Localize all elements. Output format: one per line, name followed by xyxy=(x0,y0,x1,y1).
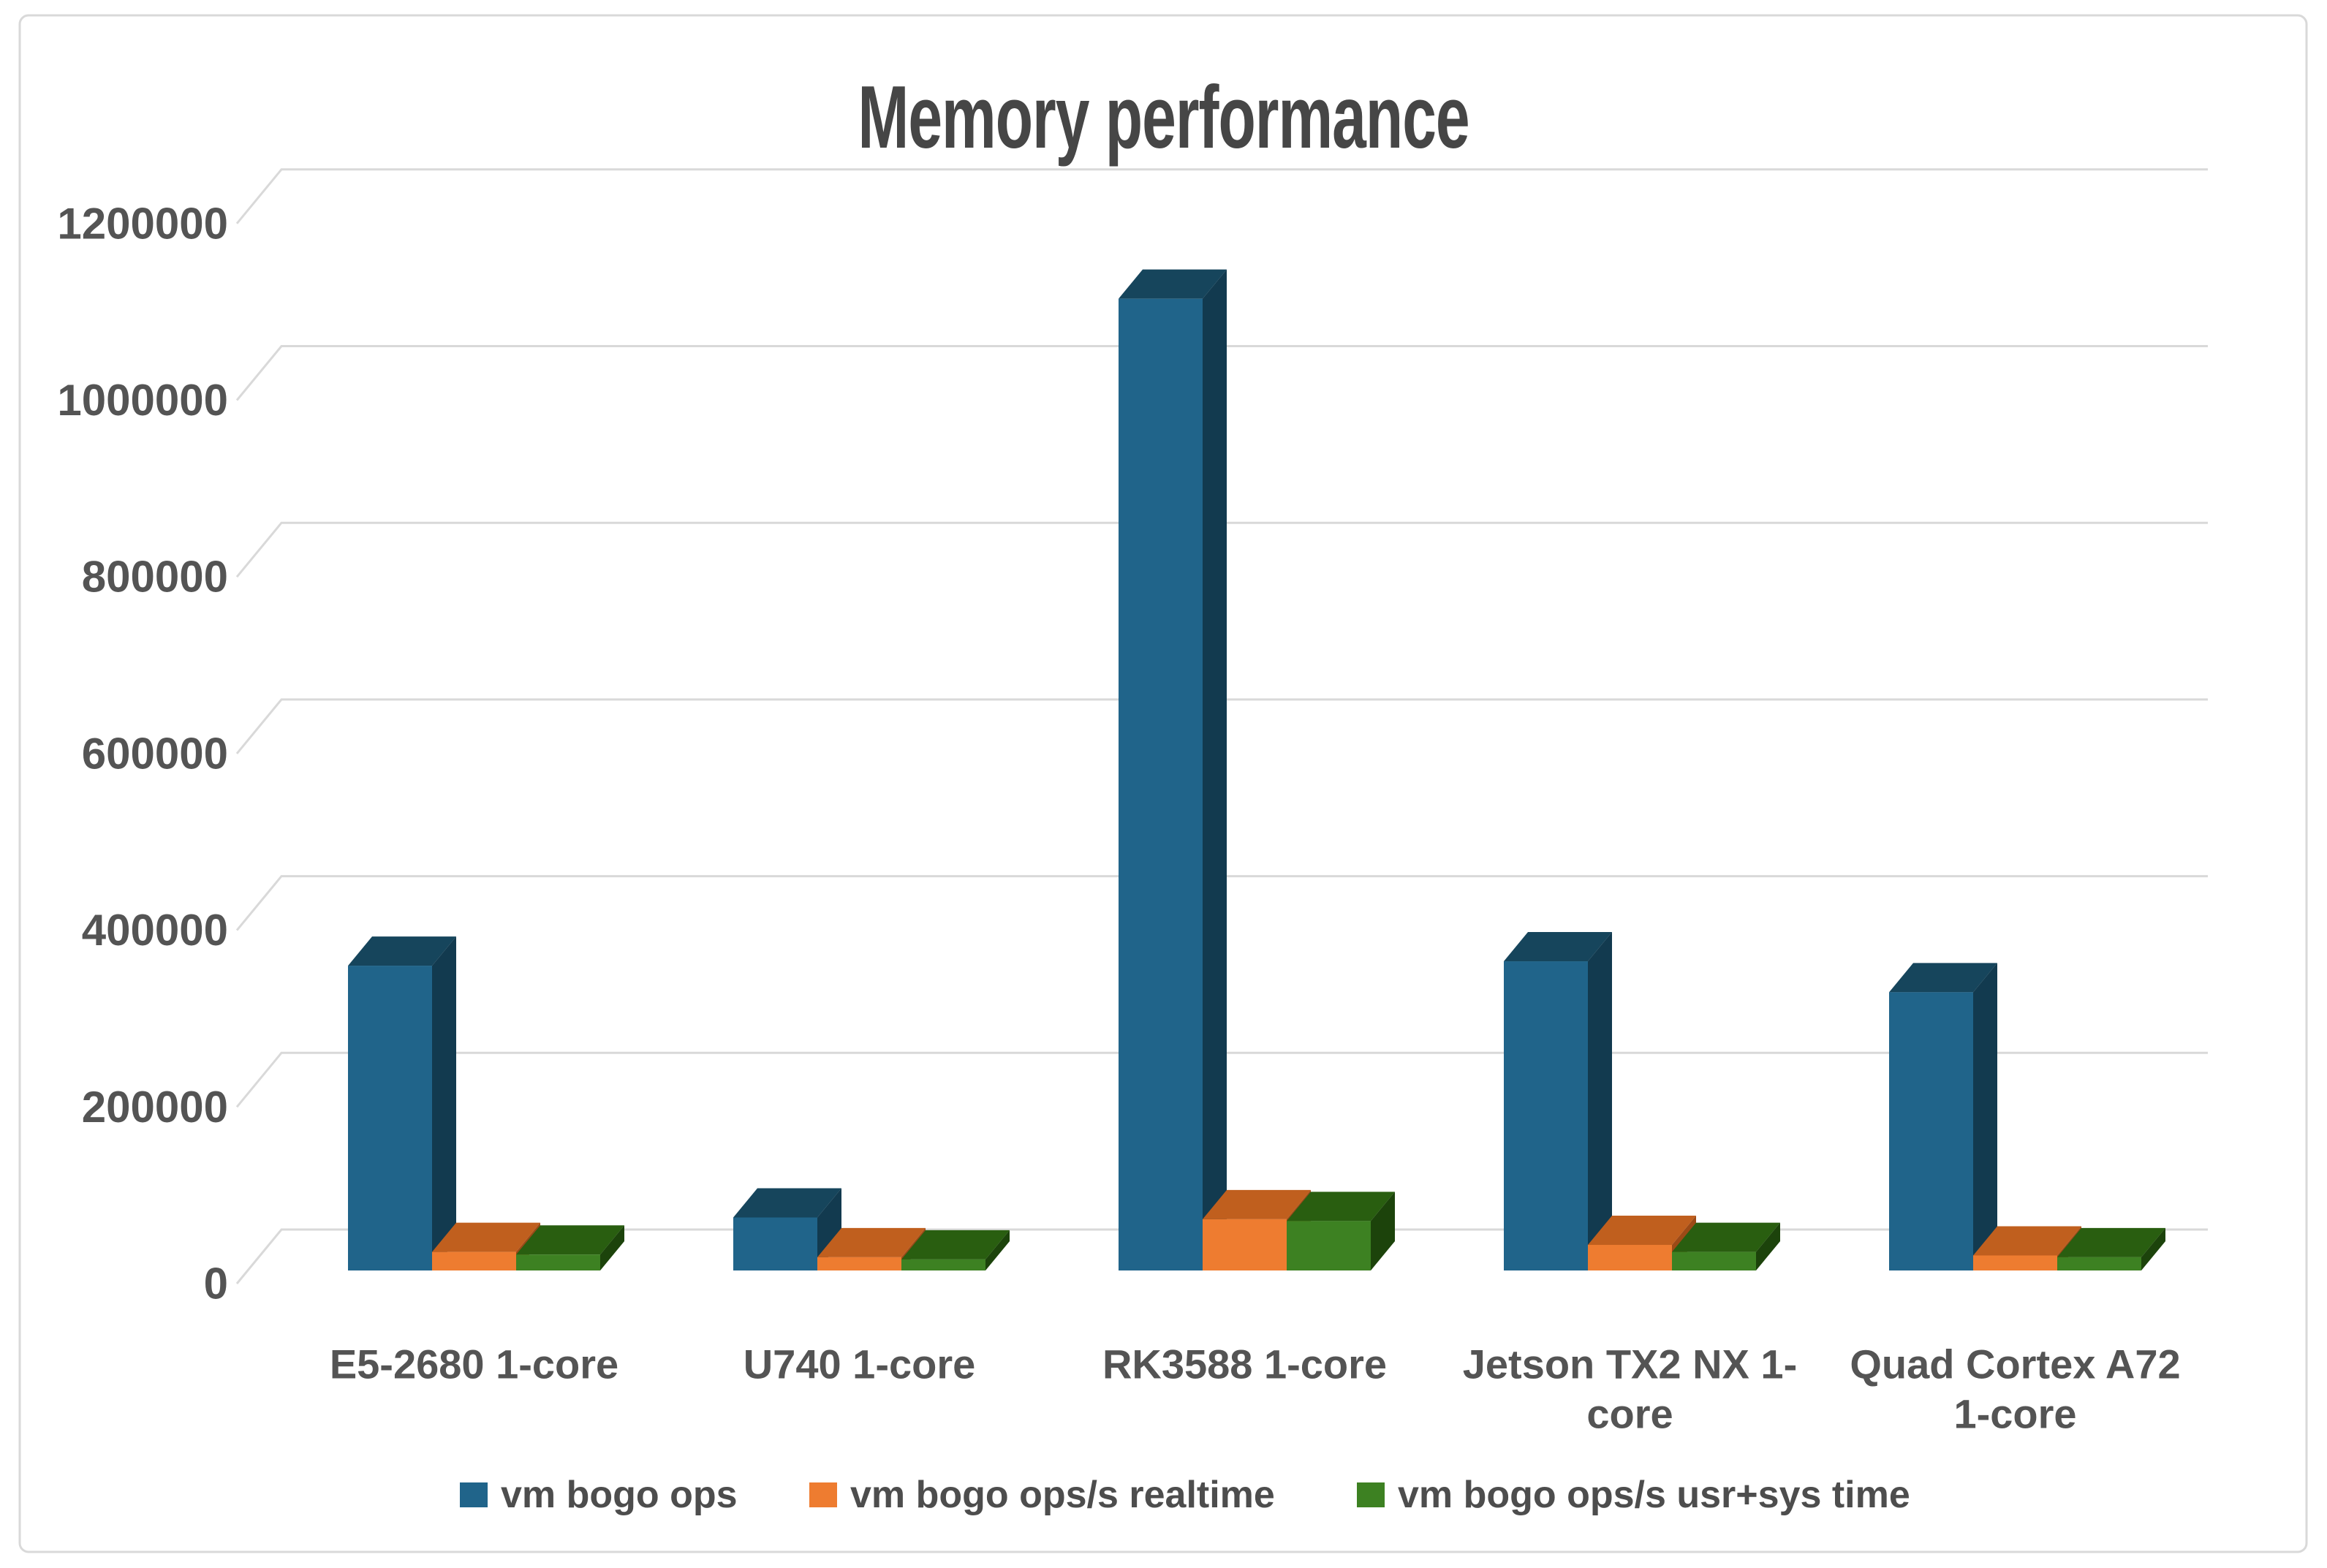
bar-top-face xyxy=(1203,1189,1311,1219)
category-label-u740-1-core: U740 1-core xyxy=(743,1341,976,1387)
bar-front-face xyxy=(1203,1219,1287,1270)
bar-side-face xyxy=(1756,1222,1780,1270)
gridline-600000 xyxy=(235,698,2208,754)
bar-vm-bogo-ops-s-usr-sys-time-e5-2680-1-core xyxy=(516,1225,624,1270)
chart-border xyxy=(18,14,2308,1553)
legend-label-vm-bogo-ops-s-usr-sys-time: vm bogo ops/s usr+sys time xyxy=(1398,1474,1910,1516)
gridline-1200000 xyxy=(235,168,2208,224)
bar-top-face xyxy=(1119,269,1227,299)
y-axis-tick-labels: 0 200000 400000 600000 800000 1000000 1200000 xyxy=(57,199,228,1308)
bar-vm-bogo-ops-rk3588-1-core xyxy=(1119,269,1227,1270)
y-tick-label-200000: 200000 xyxy=(82,1083,228,1132)
gridline-1000000 xyxy=(235,345,2208,401)
bar-top-face xyxy=(516,1225,624,1255)
bar-top-face xyxy=(1287,1192,1395,1222)
bar-vm-bogo-ops-s-usr-sys-time-u740-1-core xyxy=(901,1230,1010,1270)
bar-front-face xyxy=(1504,961,1588,1270)
y-tick-label-1000000: 1000000 xyxy=(57,376,228,425)
bars xyxy=(348,269,2165,1270)
bar-vm-bogo-ops-e5-2680-1-core xyxy=(348,936,456,1270)
gridline-400000 xyxy=(235,875,2208,931)
bar-side-face xyxy=(600,1225,624,1270)
category-label-quad-cortex-a72-1-core-line2: 1-core xyxy=(1953,1391,2076,1437)
bar-front-face xyxy=(817,1257,901,1270)
y-tick-label-600000: 600000 xyxy=(82,729,228,778)
legend-marker-vm-bogo-ops-icon xyxy=(460,1482,488,1507)
bar-front-face xyxy=(348,966,432,1270)
chart-title: Memory performance xyxy=(858,67,1469,167)
legend-label-vm-bogo-ops: vm bogo ops xyxy=(501,1474,738,1516)
bar-front-face xyxy=(901,1259,985,1270)
category-label-jetson-tx2-nx-1-core-line2: core xyxy=(1586,1391,1673,1437)
bar-top-face xyxy=(901,1230,1010,1260)
x-axis-category-labels: E5-2680 1-core U740 1-core RK3588 1-core Je… xyxy=(330,1341,2181,1437)
bar-top-face xyxy=(1889,963,1997,993)
legend-item-vm-bogo-ops-s-usr-sys-time[interactable]: vm bogo ops/s usr+sys time xyxy=(1357,1474,1910,1516)
bar-top-face xyxy=(2057,1227,2165,1257)
bar-top-face xyxy=(432,1222,540,1252)
legend-item-vm-bogo-ops[interactable]: vm bogo ops xyxy=(460,1474,738,1516)
y-tick-label-800000: 800000 xyxy=(82,553,228,602)
bar-vm-bogo-ops-u740-1-core xyxy=(733,1188,841,1270)
bar-front-face xyxy=(1287,1221,1371,1270)
bar-front-face xyxy=(1588,1244,1672,1270)
bar-side-face xyxy=(2141,1227,2165,1270)
bar-side-face xyxy=(985,1230,1010,1270)
legend: vm bogo ops vm bogo ops/s realtime vm bogo… xyxy=(460,1474,1910,1516)
bar-front-face xyxy=(733,1217,817,1270)
legend-marker-vm-bogo-ops-s-realtime-icon xyxy=(809,1482,837,1507)
chart-border-line xyxy=(18,14,2308,1553)
bar-top-face xyxy=(348,936,456,966)
y-tick-label-400000: 400000 xyxy=(82,906,228,955)
gridline-800000 xyxy=(235,521,2208,578)
bar-vm-bogo-ops-jetson-tx2-nx-1-core xyxy=(1504,932,1612,1270)
bar-side-face xyxy=(432,936,456,1270)
bar-front-face xyxy=(516,1254,600,1270)
bar-front-face xyxy=(432,1251,516,1270)
bar-front-face xyxy=(1889,992,1973,1270)
category-label-jetson-tx2-nx-1-core-line1: Jetson TX2 NX 1- xyxy=(1463,1341,1797,1387)
legend-label-vm-bogo-ops-s-realtime: vm bogo ops/s realtime xyxy=(850,1474,1275,1516)
bar-vm-bogo-ops-s-usr-sys-time-quad-cortex-a72-1-core xyxy=(2057,1227,2165,1270)
bar-side-face xyxy=(1973,963,1997,1270)
category-label-e5-2680-1-core: E5-2680 1-core xyxy=(330,1341,618,1387)
bar-top-face xyxy=(1588,1215,1696,1245)
bar-top-face xyxy=(1672,1222,1780,1252)
legend-marker-vm-bogo-ops-s-usr-sys-time-icon xyxy=(1357,1482,1385,1507)
bar-front-face xyxy=(1119,298,1203,1270)
bar-vm-bogo-ops-quad-cortex-a72-1-core xyxy=(1889,963,1997,1270)
bar-vm-bogo-ops-s-usr-sys-time-rk3588-1-core xyxy=(1287,1192,1395,1270)
category-label-quad-cortex-a72-1-core-line1: Quad Cortex A72 xyxy=(1850,1341,2180,1387)
bar-top-face xyxy=(817,1227,926,1257)
category-label-rk3588-1-core: RK3588 1-core xyxy=(1102,1341,1387,1387)
bar-front-face xyxy=(1973,1255,2057,1270)
y-tick-label-1200000: 1200000 xyxy=(57,199,228,248)
bar-side-face xyxy=(1588,932,1612,1270)
bar-front-face xyxy=(1672,1251,1756,1270)
bar-top-face xyxy=(1504,932,1612,962)
y-tick-label-0: 0 xyxy=(204,1260,228,1308)
bar-vm-bogo-ops-s-usr-sys-time-jetson-tx2-nx-1-core xyxy=(1672,1222,1780,1270)
bar-top-face xyxy=(733,1188,841,1218)
bar-side-face xyxy=(1203,269,1227,1270)
bar-top-face xyxy=(1973,1226,2081,1256)
legend-item-vm-bogo-ops-s-realtime[interactable]: vm bogo ops/s realtime xyxy=(809,1474,1275,1516)
bar-side-face xyxy=(1371,1192,1395,1270)
bar-front-face xyxy=(2057,1257,2141,1270)
